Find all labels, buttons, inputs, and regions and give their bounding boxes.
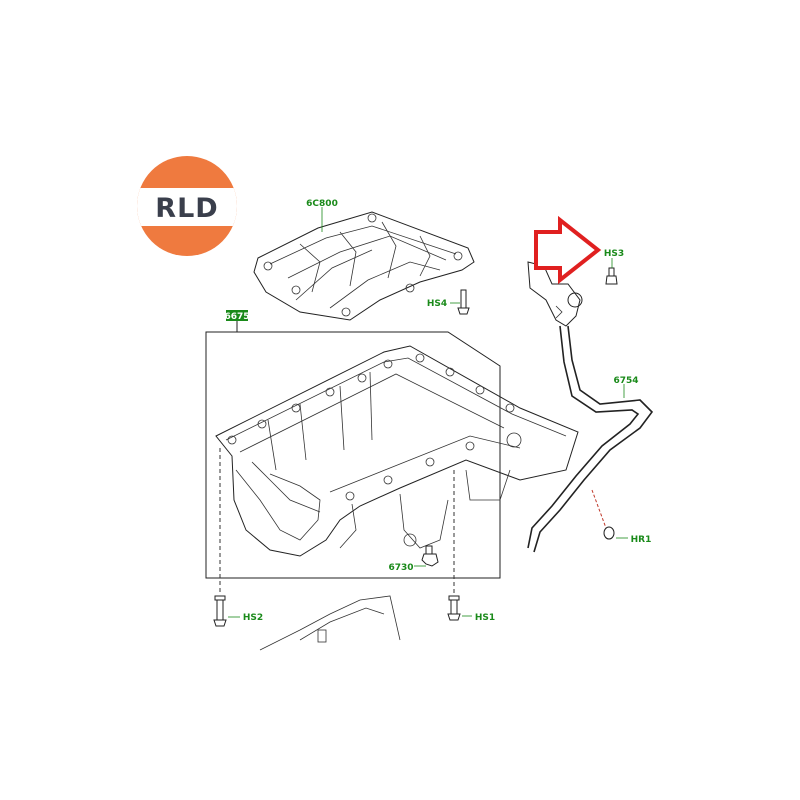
oil-pan-part	[215, 345, 579, 557]
bolt-hs3: HS3	[604, 249, 624, 285]
label-6675[interactable]: 6675	[224, 312, 249, 322]
label-hs2[interactable]: HS2	[243, 613, 263, 623]
bedplate-part: 6C800	[253, 199, 475, 321]
logo-text: RLD	[155, 193, 218, 224]
rld-logo: RLD	[137, 156, 237, 256]
bolt-hs1: HS1	[447, 595, 495, 623]
logo-white-band	[137, 188, 237, 226]
drain-plug: 6730	[388, 545, 439, 573]
group-frame	[205, 331, 501, 579]
label-hr1[interactable]: HR1	[631, 535, 652, 545]
label-hs1[interactable]: HS1	[475, 613, 495, 623]
bolt-hs2: HS2	[213, 595, 263, 627]
label-6730[interactable]: 6730	[388, 563, 413, 573]
label-hs3[interactable]: HS3	[604, 249, 624, 259]
callout-arrow	[534, 215, 602, 285]
lower-part-fragment	[259, 595, 401, 651]
label-hs4[interactable]: HS4	[427, 299, 447, 309]
oil-pan-label-box: 6675	[224, 310, 250, 332]
dipstick-tube: 6754	[527, 261, 654, 553]
bolt-hs4: HS4	[427, 289, 470, 315]
oring-hr1: HR1	[591, 489, 652, 545]
label-6754[interactable]: 6754	[613, 376, 638, 386]
label-6c800[interactable]: 6C800	[306, 199, 338, 209]
